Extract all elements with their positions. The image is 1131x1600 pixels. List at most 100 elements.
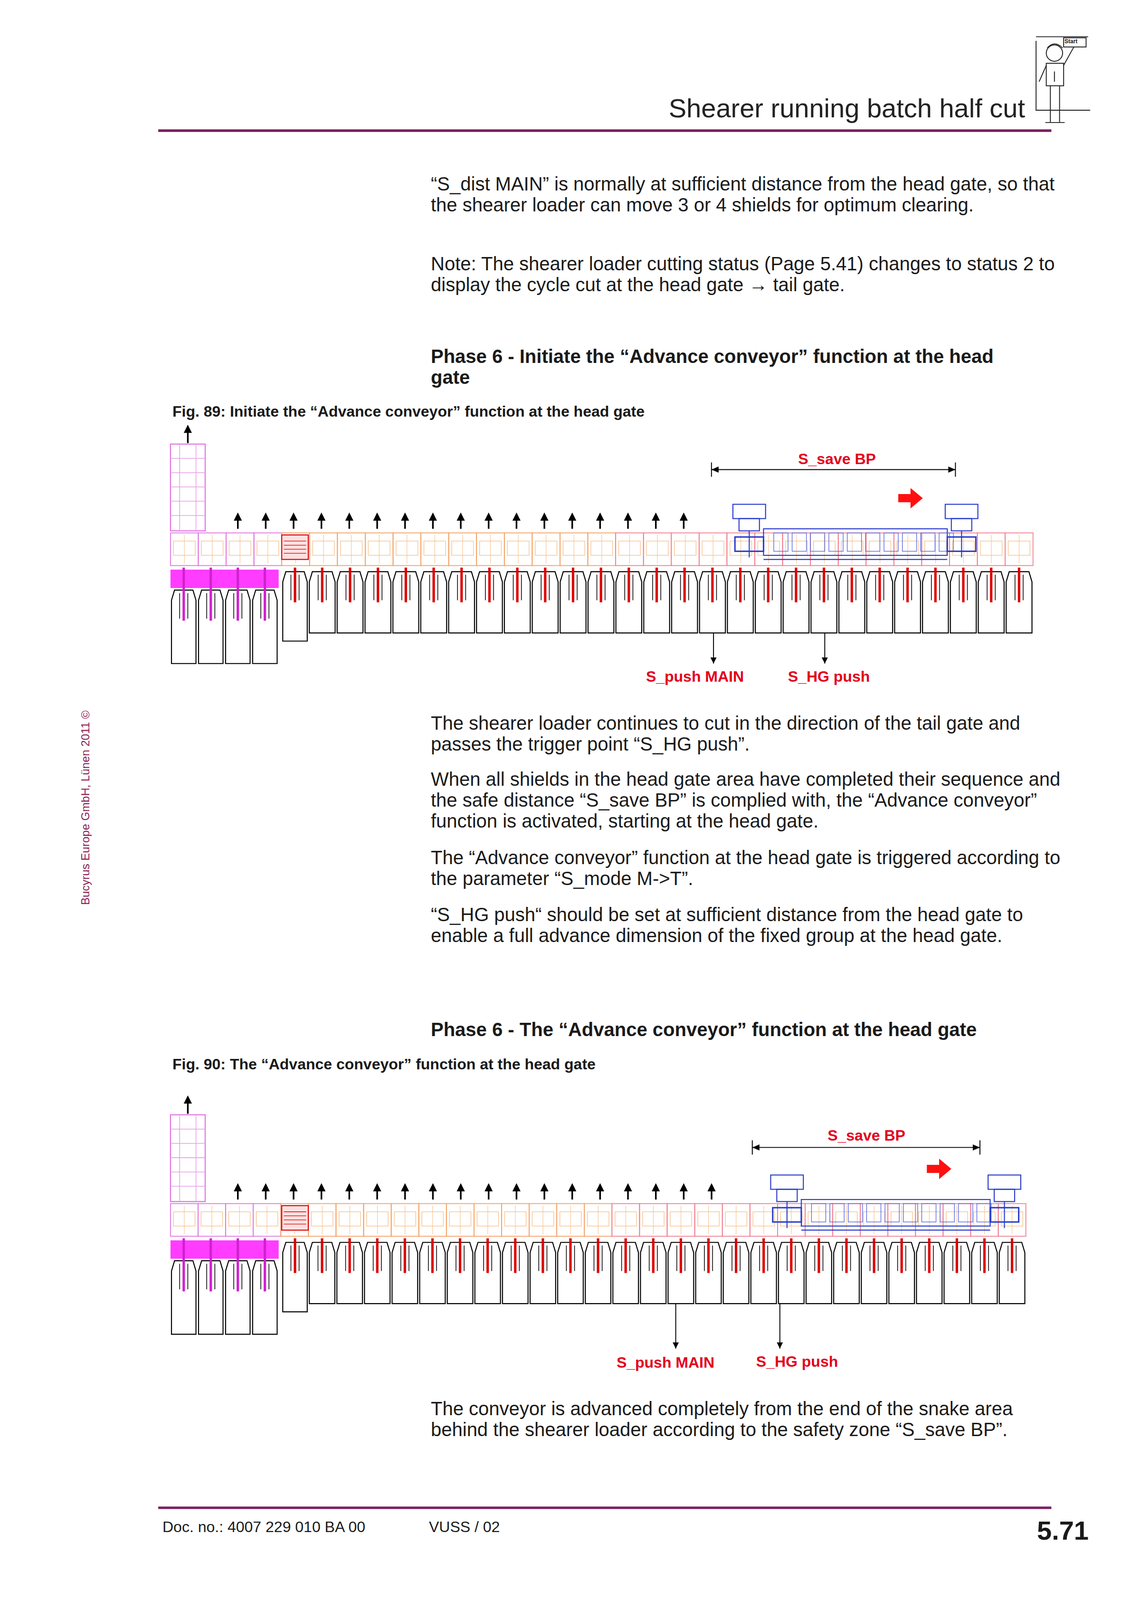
conveyor-pan [392,532,421,566]
ram-leg [376,567,380,603]
arrow-head [317,512,326,521]
figure-stroke [1018,534,1020,564]
ram-leg [850,567,854,603]
figure-stroke [684,534,686,564]
arrow-head [261,1183,270,1192]
ram-leg [321,567,324,603]
arrow-head [345,512,354,521]
figure-stroke [601,534,602,564]
figure-stroke [487,1205,488,1235]
figure-stroke [748,530,750,558]
ram-leg [458,1238,462,1274]
ram-leg [789,1238,793,1274]
arrow-head [317,1183,326,1192]
ram-leg [209,567,212,621]
cutting-drum [945,504,979,519]
page-number: 5.71 [978,1515,1089,1546]
ram-leg [516,567,519,603]
conveyor-pan [832,1203,861,1237]
figure-stroke [323,534,324,564]
parameter-label: S_HG push [786,667,872,685]
conveyor-pan [970,1203,998,1237]
figure-stroke [773,532,789,552]
body-text: “S_dist MAIN” is normally at sufficient … [430,173,1063,216]
arrow-head [540,1183,549,1192]
conveyor-pan [365,532,394,566]
figure-stroke [514,1205,516,1235]
figure-stroke [434,534,436,564]
figure-stroke [170,1171,206,1173]
figure-stroke [239,534,241,564]
stage-loader [170,1114,206,1202]
arrow-head [568,512,577,521]
arrow-head [651,512,660,521]
figure-stroke [672,1342,679,1349]
ram-leg [404,567,408,603]
figure-stroke [239,1205,240,1235]
arrow-head [183,1095,192,1104]
ram-leg [488,567,491,603]
ram-leg [624,1238,628,1274]
figure-stroke [994,1188,1015,1202]
conveyor-pan [977,532,1006,566]
figure-stroke [322,1205,323,1235]
figure-stroke [432,1205,433,1235]
ram-leg [679,1238,683,1274]
arrow-head [289,1183,298,1192]
conveyor-pan [584,1203,612,1237]
parameter-label: S_push MAIN [614,1353,717,1371]
ram-leg [293,1238,296,1274]
body-text: The shearer loader continues to cut in t… [430,712,1063,755]
figure-stroke [1011,1205,1013,1235]
ram-leg [683,567,686,603]
figure-stroke [211,1205,212,1235]
figure-stroke [283,552,306,554]
figure-stroke [801,1229,991,1231]
conveyor-pan [225,1203,254,1237]
figure-stroke [283,1219,306,1220]
figure-stroke [772,1207,802,1222]
arrow-head [289,512,298,521]
figure-stroke [790,1205,792,1235]
drive-unit [281,534,309,560]
ram-leg [955,1238,959,1274]
conveyor-pan [446,1203,475,1237]
ram-leg [817,1238,820,1274]
arrow-head [456,512,465,521]
conveyor-pan [865,532,894,566]
ram-leg [655,567,658,603]
figure-stroke [653,1205,654,1235]
body-text: The “Advance conveyor” function at the h… [430,846,1063,889]
conveyor-pan [615,532,644,566]
figure-stroke [939,532,954,552]
ram-leg [711,567,714,603]
conveyor-pan [198,1203,226,1237]
figure-stroke [708,1205,709,1235]
figure-stroke [184,534,185,564]
figure-stroke [518,534,519,564]
figure-stroke [195,444,197,532]
conveyor-pan [253,1203,281,1237]
figure-stroke [283,540,306,542]
figure-stroke [866,1203,881,1223]
ram-leg [794,567,798,603]
figure-stroke [903,1203,918,1223]
figure-stroke [1003,1201,1005,1228]
conveyor-pan [504,532,533,566]
figure-stroke [211,534,213,564]
figure-stroke [940,1203,955,1223]
arrow-head [456,1183,465,1192]
conveyor-pan [915,1203,943,1237]
figure-stroke [283,544,306,546]
ram-leg [934,567,937,603]
figure-90 [170,1095,1027,1349]
conveyor-pan [448,532,477,566]
conveyor-pan [420,532,449,566]
drive-unit [281,1205,309,1231]
figure-stroke [735,1205,737,1235]
start-icon [1035,36,1091,123]
arrow-head [261,512,270,521]
figure-stroke [920,532,935,552]
figure-stroke [776,1342,783,1349]
figure-stroke [786,1201,788,1228]
